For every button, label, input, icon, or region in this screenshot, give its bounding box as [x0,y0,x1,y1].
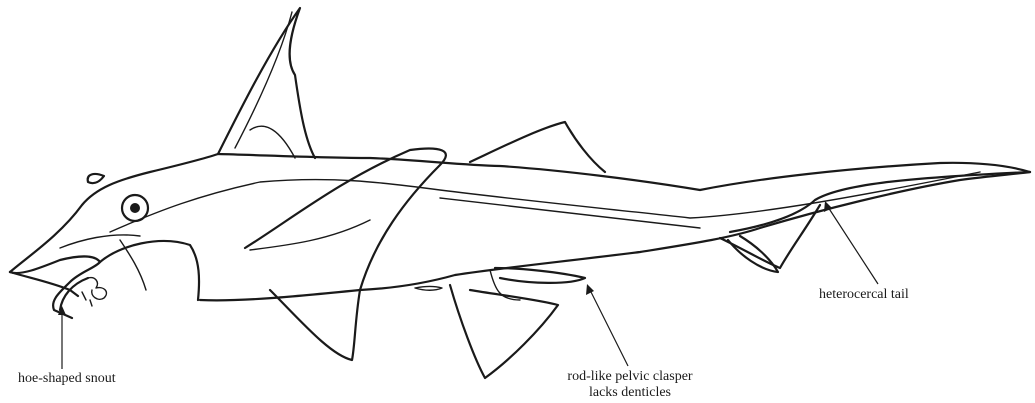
first-dorsal-fin [218,8,315,158]
head [10,174,199,318]
clasper-label-line2: lacks denticles [540,385,720,401]
fish-body [10,154,1030,300]
tail-label: heterocercal tail [819,287,909,303]
second-dorsal-fin [470,122,605,172]
pelvic-fin [450,270,558,378]
pupil [130,203,140,213]
tail-leader [824,201,878,284]
clasper-label: rod-like pelvic clasper lacks denticles [540,369,720,401]
clasper-leader [586,284,628,366]
snout-label: hoe-shaped snout [18,371,116,387]
ventral-mark [415,287,442,291]
clasper-label-line1: rod-like pelvic clasper [540,369,720,385]
pelvic-clasper [495,268,585,283]
